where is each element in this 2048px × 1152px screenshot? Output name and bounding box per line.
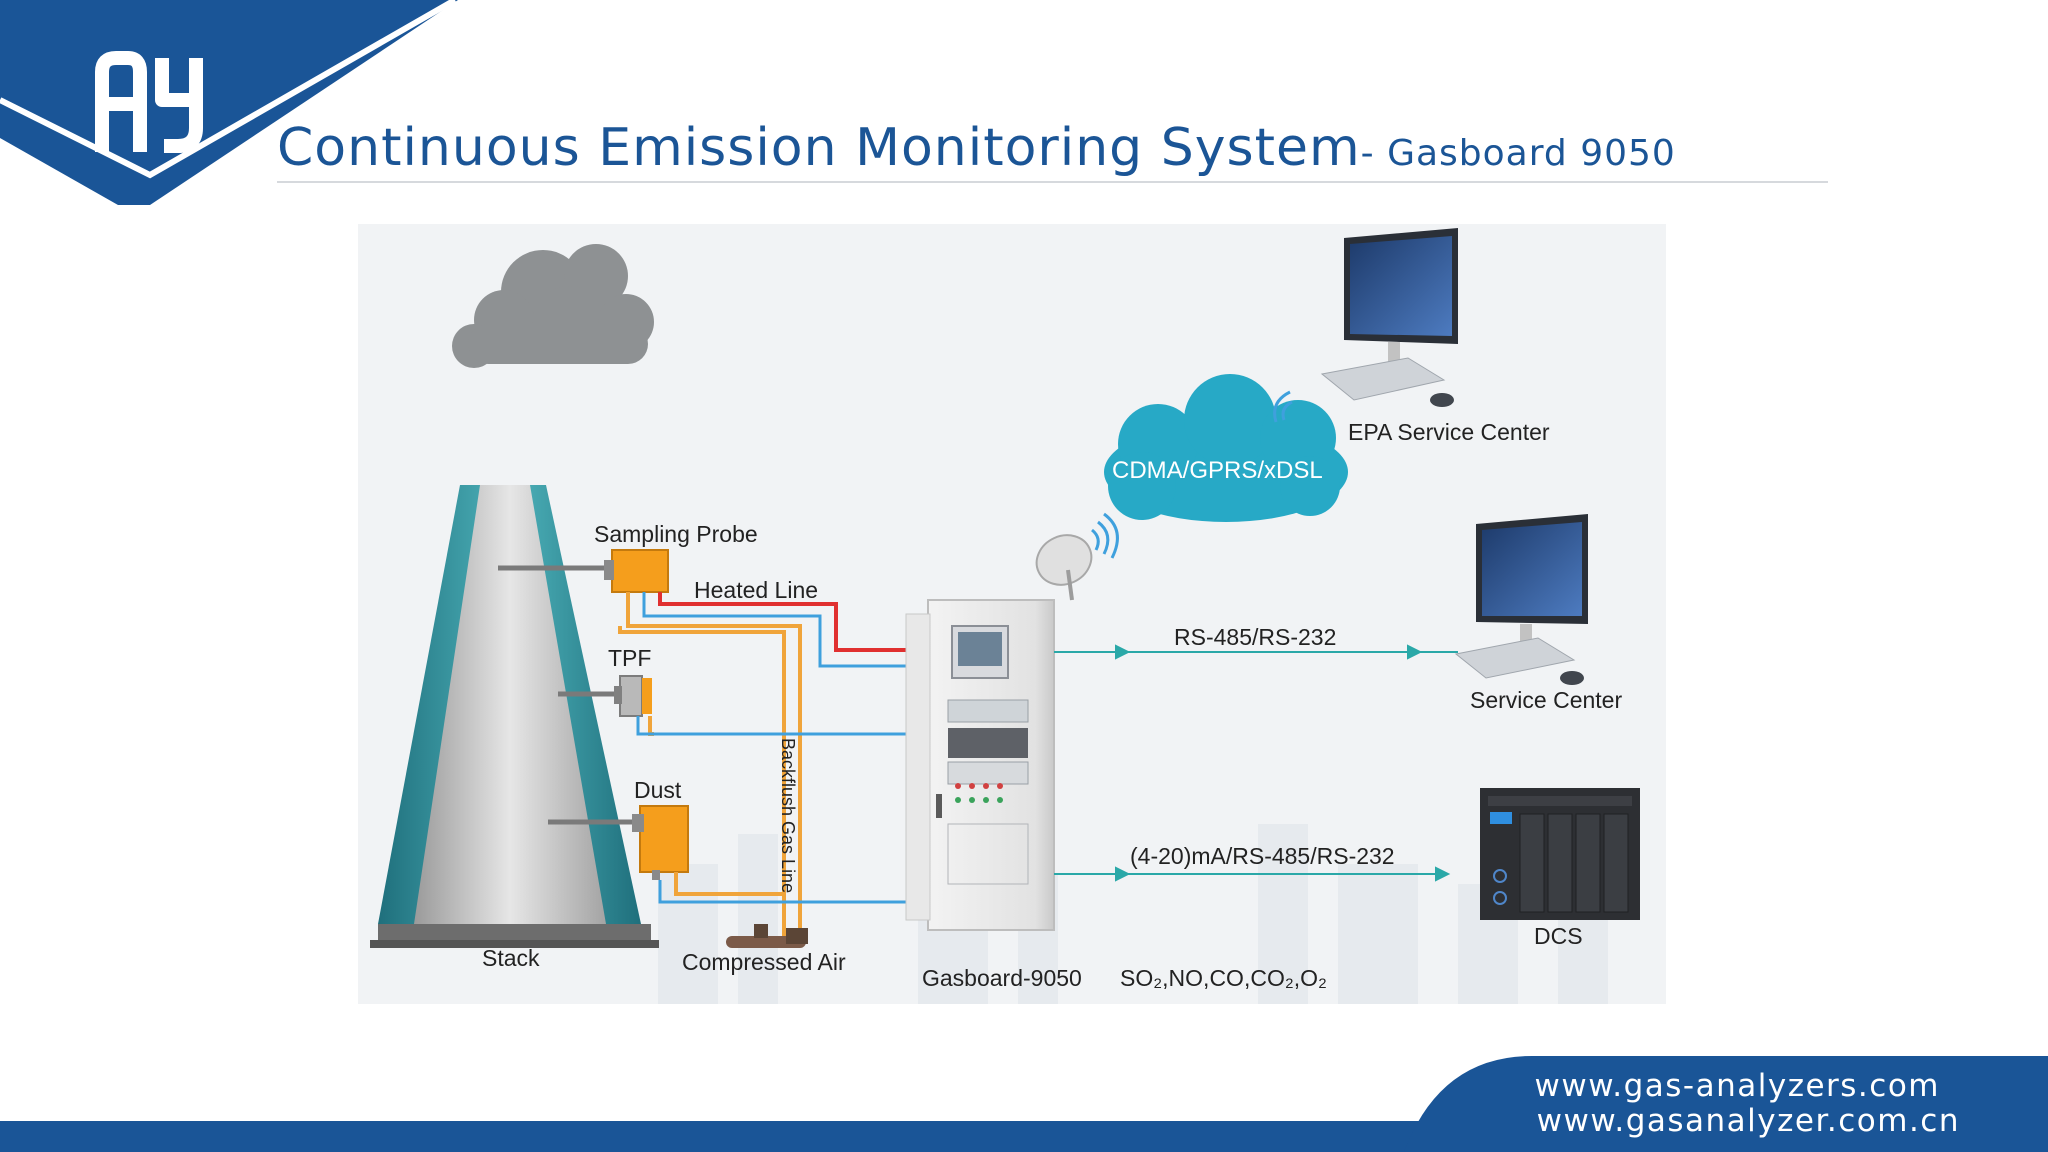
- gasboard-cabinet: [905, 599, 1055, 931]
- link-arrows: [1054, 644, 1458, 882]
- air-line-probe: [626, 592, 802, 936]
- tpf-label: TPF: [608, 645, 651, 671]
- footer-url-2[interactable]: www.gasanalyzer.com.cn: [1536, 1103, 1960, 1139]
- dcs-device-icon: [1480, 788, 1640, 920]
- compressed-air-label: Compressed Air: [682, 949, 846, 975]
- stack: [370, 485, 659, 948]
- dust-label: Dust: [634, 777, 682, 803]
- signal-line-probe: [642, 592, 928, 668]
- footer-url-1[interactable]: www.gas-analyzers.com: [1534, 1068, 1940, 1104]
- rs-arrow-head-2: [1407, 644, 1423, 660]
- signal-line-tpf: [636, 716, 928, 736]
- rs-arrow-head-1: [1115, 644, 1131, 660]
- network-cloud: [1104, 374, 1348, 522]
- sampling-probe-label: Sampling Probe: [594, 521, 758, 547]
- heated-line-label: Heated Line: [694, 577, 818, 603]
- title-main-text: Continuous Emission Monitoring System: [277, 118, 1361, 178]
- title-divider: [277, 181, 1828, 183]
- cloud-wifi-icon: [1273, 390, 1293, 423]
- rs-link-label: RS-485/RS-232: [1174, 624, 1336, 650]
- connection-lines: [618, 592, 928, 936]
- satellite-dish-icon: [1035, 512, 1119, 601]
- dust-device: [632, 805, 689, 880]
- header-decoration: [0, 0, 458, 205]
- service-center-label: Service Center: [1470, 687, 1622, 713]
- sampling-probe-device: [604, 549, 669, 593]
- logo-icon: [95, 51, 203, 153]
- gases-label: SO₂,NO,CO,CO₂,O₂: [1120, 965, 1327, 991]
- signal-line-dust: [658, 880, 928, 904]
- heated-line: [658, 592, 928, 652]
- network-label: CDMA/GPRS/xDSL: [1112, 457, 1323, 484]
- cems-diagram: Sampling Probe Heated Line TPF Dust Back…: [358, 224, 1666, 1004]
- compressed-air-tank: [726, 924, 808, 948]
- service-computer-icon: [1454, 514, 1588, 685]
- smoke-cloud: [452, 244, 654, 368]
- backflush-label: Backflush Gas Line: [778, 738, 798, 893]
- dcs-arrow-head-1: [1115, 866, 1131, 882]
- analyzer-label: Gasboard-9050: [922, 965, 1082, 991]
- footer-band: [0, 1056, 2048, 1152]
- air-line-probe-2: [618, 626, 786, 936]
- header-accent-line: [0, 0, 457, 179]
- dcs-arrow-head-2: [1435, 866, 1451, 882]
- epa-computer-icon: [1320, 228, 1458, 407]
- epa-center-label: EPA Service Center: [1348, 419, 1550, 445]
- dcs-label: DCS: [1534, 923, 1583, 949]
- stack-label: Stack: [482, 945, 540, 971]
- probe-arms: [498, 565, 648, 825]
- tpf-device: [614, 675, 652, 717]
- air-line-dust: [674, 872, 784, 896]
- page-subtitle: - Gasboard 9050: [1360, 133, 1676, 174]
- dcs-link-label: (4-20)mA/RS-485/RS-232: [1130, 843, 1395, 869]
- page-title: Continuous Emission Monitoring System- G…: [277, 118, 1676, 178]
